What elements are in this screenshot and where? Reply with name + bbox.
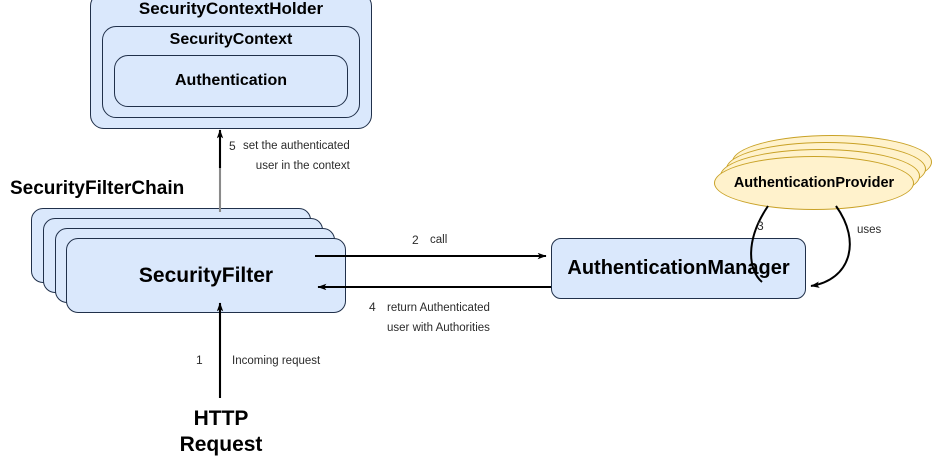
node-authentication-provider-label: AuthenticationProvider: [733, 175, 895, 191]
label-security-filter-chain: SecurityFilterChain: [10, 178, 185, 199]
node-authentication-label: Authentication: [175, 72, 287, 89]
node-security-filter[interactable]: SecurityFilter: [66, 238, 346, 313]
node-security-context-label: SecurityContext: [169, 31, 293, 48]
node-authentication-provider[interactable]: AuthenticationProvider: [714, 156, 914, 210]
arrow-5-number: 5: [229, 139, 236, 153]
arrow-2-label: call: [430, 234, 448, 246]
node-security-filter-label: SecurityFilter: [138, 263, 274, 287]
node-security-context-holder-label: SecurityContextHolder: [138, 0, 324, 18]
node-authentication[interactable]: Authentication: [114, 55, 348, 107]
label-http-request-line1: HTTP: [193, 407, 249, 430]
arrow-4-label-line2: user with Authorities: [387, 322, 490, 335]
arrow-2-number: 2: [412, 233, 419, 247]
label-http-request-line2: Request: [179, 433, 263, 457]
arrow-3-label: uses: [857, 224, 882, 236]
arrow-5-label-line2: user in the context: [255, 160, 350, 173]
arrow-4-label: return Authenticated user with Authoriti…: [387, 298, 490, 338]
arrow-4-label-line1: return Authenticated: [387, 302, 490, 314]
arrow-1-number: 1: [196, 353, 203, 367]
arrow-4-number: 4: [369, 300, 376, 314]
node-authentication-manager[interactable]: AuthenticationManager: [551, 238, 806, 299]
node-authentication-manager-label: AuthenticationManager: [567, 257, 790, 279]
arrow-1-label: Incoming request: [232, 355, 321, 367]
label-http-request: HTTP Request: [146, 406, 296, 459]
arrow-3-number: 3: [757, 219, 764, 233]
arrow-5-label-line1: set the authenticated: [243, 140, 350, 152]
arrow-5-label: set the authenticated user in the contex…: [243, 136, 350, 176]
